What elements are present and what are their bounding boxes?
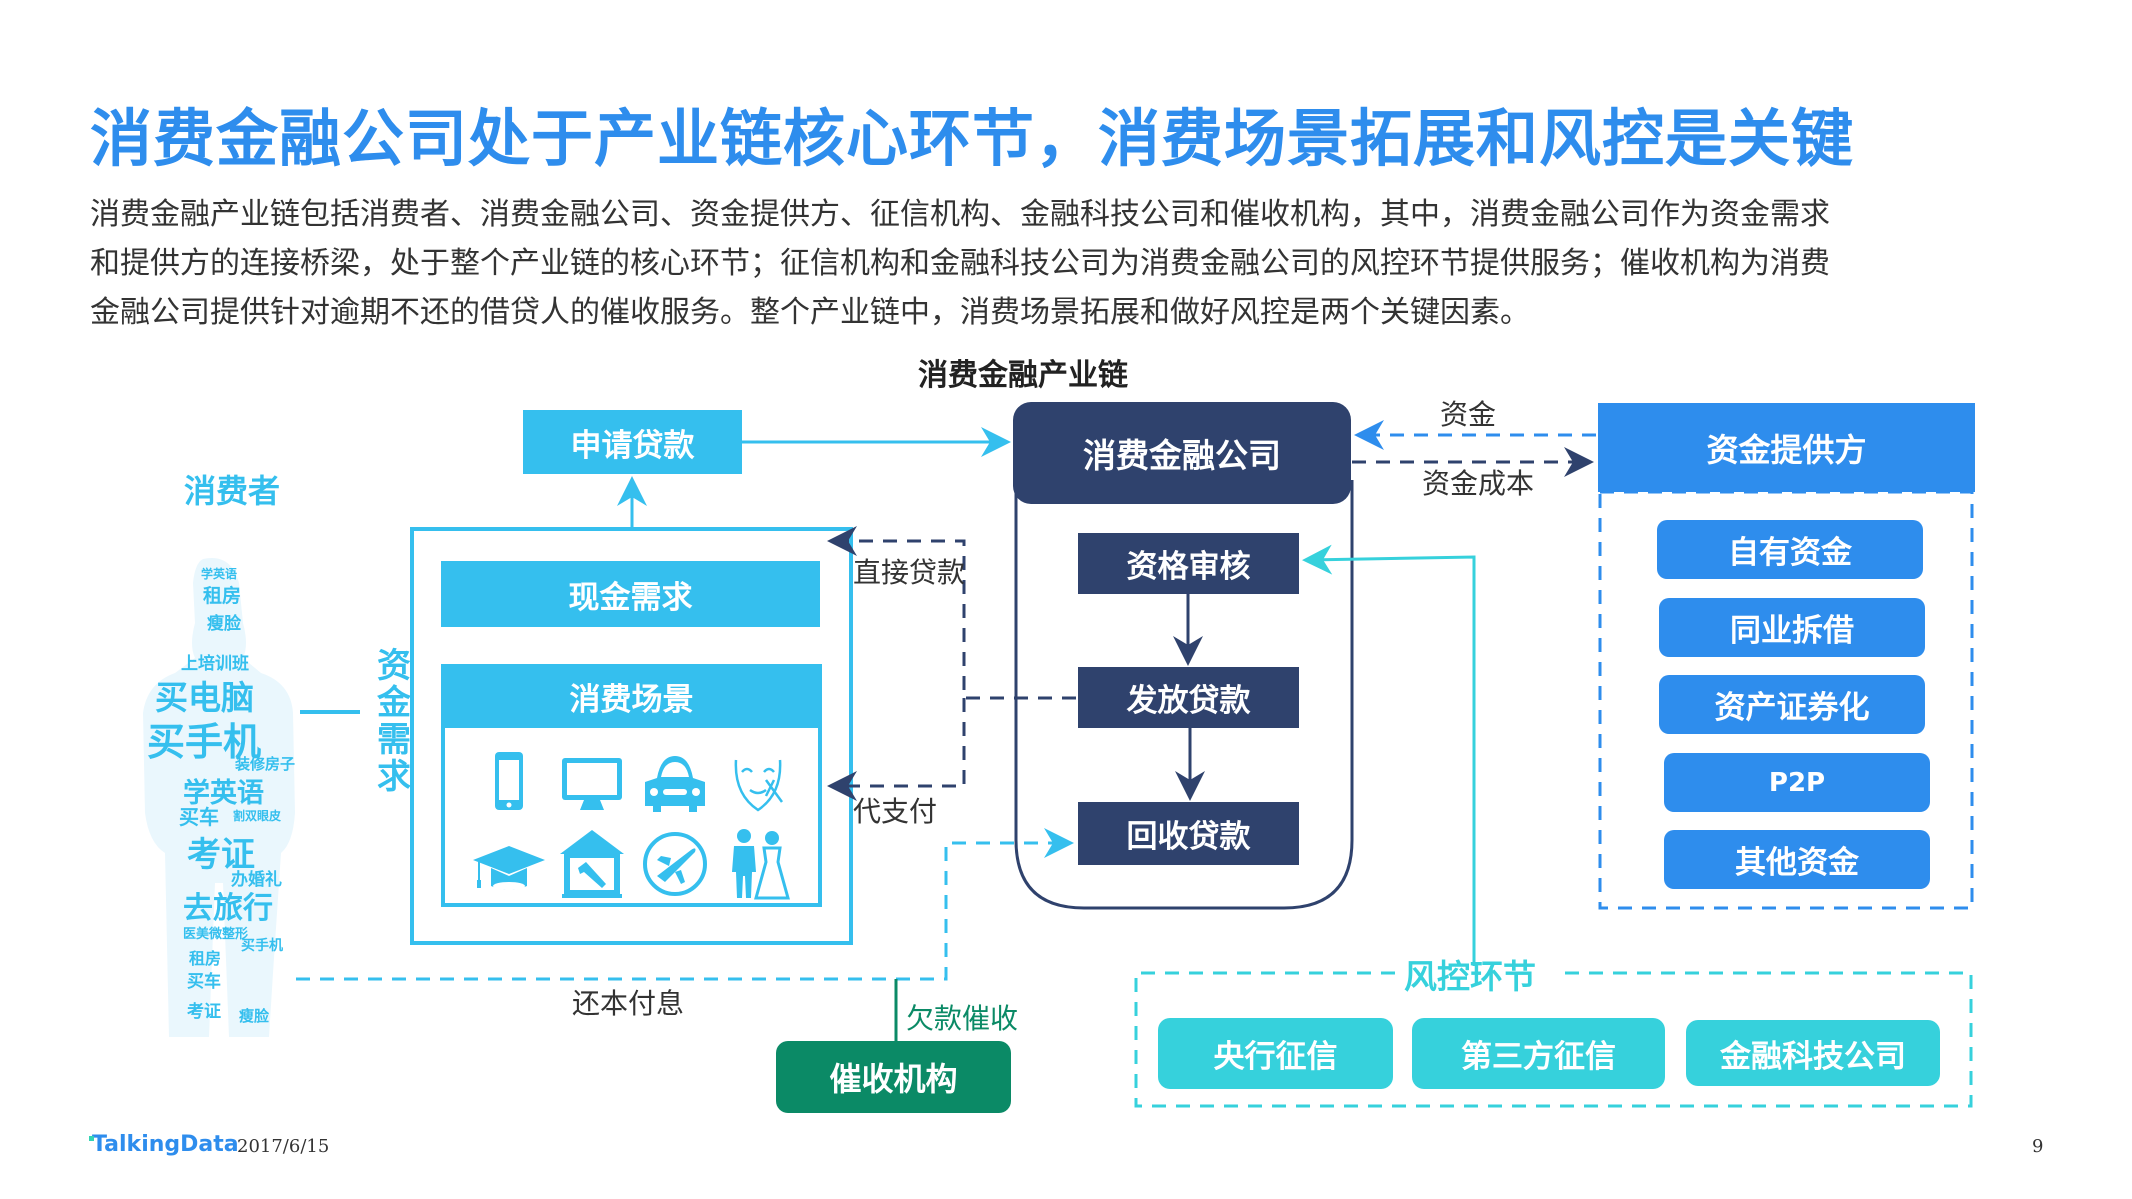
graduation-cap-icon [473,846,545,890]
page-title: 消费金融公司处于产业链核心环节，消费场景拓展和风控是关键 [90,102,1855,175]
word-cloud-term: 去旅行 [183,891,273,926]
word-cloud-term: 考证 [187,835,255,875]
debt-collection-label: 欠款催收 [906,1002,1019,1035]
consumer-word-cloud: 学英语 租房 瘦脸 上培训班 买电脑 买手机 装修房子 学英语 买车 割双眼皮 … [143,553,295,1039]
consumer-label: 消费者 [184,472,281,510]
step-issue-loan[interactable]: 发放贷款 [1078,667,1299,728]
talkingdata-logo: TalkingData [89,1132,239,1157]
word-cloud-term: 租房 [203,585,242,607]
logo-dot-icon [89,1136,94,1141]
cash-demand-box[interactable]: 现金需求 [441,561,820,627]
word-cloud-term: 瘦脸 [207,614,241,634]
funding-demand-label: 资金需求 [374,648,414,796]
word-cloud-term: 买手机 [241,938,283,954]
apply-loan-box[interactable]: 申请贷款 [523,410,742,474]
connector-issue-loan [827,526,1076,700]
funding-cost-label: 资金成本 [1422,467,1535,500]
risk-control-item[interactable]: 央行征信 [1158,1018,1393,1089]
connector-repayment [296,828,1074,981]
fund-provider-item[interactable]: 自有资金 [1657,520,1923,579]
word-cloud-term: 医美微整形 [183,927,249,942]
car-icon [645,756,705,812]
word-cloud-term: 租房 [189,949,222,968]
fund-provider-container [1598,490,1974,910]
risk-control-label: 风控环节 [1404,957,1536,996]
description-line: 金融公司提供针对逾期不还的借贷人的催收服务。整个产业链中，消费场景拓展和做好风控… [90,295,1530,330]
fund-provider-item[interactable]: 同业拆借 [1659,598,1925,657]
home-renovation-icon [560,830,624,898]
word-cloud-term: 学英语 [183,778,264,809]
word-cloud-term: 买车 [179,805,219,829]
word-cloud-term: 考证 [187,1002,221,1022]
beauty-mask-icon [734,759,784,812]
wedding-couple-icon [732,829,790,900]
description-line: 消费金融产业链包括消费者、消费金融公司、资金提供方、征信机构、金融科技公司和催收… [90,197,1830,232]
connector-pay-on-behalf [827,698,966,801]
word-cloud-term: 买手机 [147,720,262,764]
collection-agency-box[interactable]: 催收机构 [776,1041,1011,1113]
person-silhouette-icon [143,558,295,1037]
word-cloud-term: 装修房子 [235,755,296,773]
word-cloud-term: 割双眼皮 [233,809,282,823]
consumption-scene-icons [441,728,822,907]
payment-on-behalf-label: 代支付 [853,795,938,828]
connector-risk-to-review [1302,544,1476,966]
consumer-finance-company-box[interactable]: 消费金融公司 [1013,402,1351,504]
repayment-label: 还本付息 [572,987,685,1020]
description-line: 和提供方的连接桥梁，处于整个产业链的核心环节；征信机构和金融科技公司为消费金融公… [90,246,1830,281]
word-cloud-term: 买电脑 [155,678,254,717]
word-cloud-term: 上培训班 [181,654,249,674]
word-cloud-term: 学英语 [201,567,238,581]
risk-control-item[interactable]: 金融科技公司 [1686,1020,1940,1086]
company-container [1014,480,1354,910]
fund-provider-item[interactable]: 资产证券化 [1659,675,1925,734]
step-qualification-review[interactable]: 资格审核 [1078,533,1299,594]
fund-provider-item[interactable]: P2P [1664,753,1930,812]
risk-control-item[interactable]: 第三方征信 [1412,1018,1665,1089]
phone-icon [495,752,523,810]
logo-text: TalkingData [92,1132,239,1157]
description: 消费金融产业链包括消费者、消费金融公司、资金提供方、征信机构、金融科技公司和催收… [90,190,2132,337]
risk-control-container [1134,971,1973,1108]
monitor-icon [562,758,622,810]
demand-container [410,527,853,945]
funds-label: 资金 [1440,398,1497,431]
funding-demand-text: 资金需求 [377,646,411,797]
diagram-title: 消费金融产业链 [918,358,1128,393]
footer-date: 2017/6/15 [237,1136,330,1157]
word-cloud-term: 办婚礼 [231,870,282,890]
fund-provider-header[interactable]: 资金提供方 [1598,403,1975,492]
fund-provider-item[interactable]: 其他资金 [1664,830,1930,889]
word-cloud-term: 瘦脸 [239,1007,270,1025]
consumption-scene-header[interactable]: 消费场景 [441,664,822,728]
step-recover-loan[interactable]: 回收贷款 [1078,802,1299,865]
airplane-icon [643,832,707,896]
page-number: 9 [2032,1136,2044,1157]
word-cloud-term: 买车 [187,972,221,992]
direct-loan-label: 直接贷款 [853,556,966,589]
